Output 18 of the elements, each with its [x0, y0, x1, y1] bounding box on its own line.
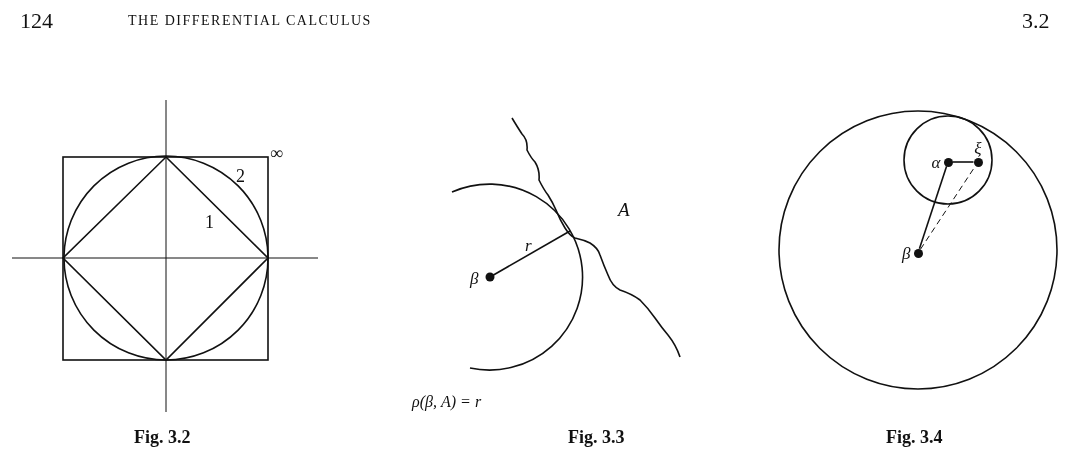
point-label: β: [902, 244, 923, 262]
figure-caption: Fig. 3.2: [134, 428, 191, 446]
section-number: 3.2: [1022, 10, 1050, 32]
set-label: A: [618, 200, 630, 219]
figure-caption: Fig. 3.4: [886, 428, 943, 446]
point-label: ξ: [973, 139, 983, 167]
point-label: α: [931, 153, 953, 171]
norm-label: ∞: [270, 144, 283, 162]
point-label: β: [470, 270, 479, 287]
page-number: 124: [20, 10, 53, 32]
norm-label: 1: [205, 213, 214, 231]
figure-caption: Fig. 3.3: [568, 428, 625, 446]
line-segment: [918, 165, 948, 250]
line-segment: [951, 161, 975, 163]
distance-formula: ρ(β, A) = r: [412, 394, 482, 410]
running-header: THE DIFFERENTIAL CALCULUS: [128, 14, 372, 28]
radius-label: r: [525, 237, 532, 254]
norm-label: 2: [236, 167, 245, 185]
